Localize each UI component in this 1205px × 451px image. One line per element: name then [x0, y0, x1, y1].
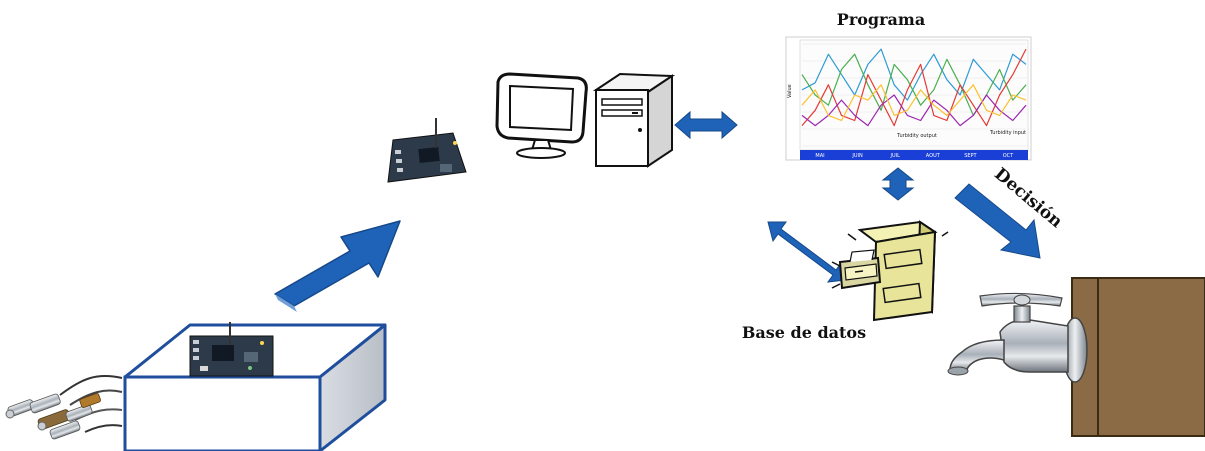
chart-x-tick-label: AOUT [926, 153, 941, 159]
chart-x-axis-band [800, 150, 1028, 160]
bidirectional-arrow-computer-program [674, 110, 738, 140]
bidirectional-arrow-program-database [881, 167, 915, 201]
chart-x-tick-label: SEPT [964, 153, 977, 159]
file-cabinet-icon [831, 220, 949, 322]
upload-arrow-icon [274, 220, 401, 312]
chart-x-ticks: MAI JUIN JUIL AOUT SEPT OCT [815, 153, 1014, 159]
chart-series-line-4 [801, 94, 1027, 127]
chart-grid [802, 43, 1026, 147]
chart-series-line-2 [801, 53, 1027, 116]
bidirectional-arrow-database [767, 221, 847, 283]
chart-x-tick-label: OCT [1003, 153, 1014, 159]
chart-series-line-5 [801, 84, 1027, 122]
chart-x-tick-label: JUIL [889, 153, 900, 159]
decision-arrow-icon [954, 183, 1041, 259]
water-faucet-icon [947, 277, 1205, 437]
desktop-computer-icon [495, 72, 676, 168]
wireless-board-icon [387, 118, 467, 183]
program-label: Programa [837, 10, 925, 29]
chart-series-group [801, 48, 1027, 127]
chart-annotation-output: Turbidity output [896, 133, 937, 139]
wall-panel [1071, 277, 1205, 437]
chart-annotation-input: Turbidity input [989, 130, 1026, 136]
database-label: Base de datos [742, 323, 866, 342]
chart-y-axis-label: Value [787, 84, 793, 98]
chart-x-tick-label: JUIN [851, 153, 863, 159]
chart-x-tick-label: MAI [815, 153, 824, 159]
sensor-cluster-icon [5, 374, 123, 440]
chart-series-line-3 [801, 48, 1027, 127]
program-chart: Value Turbidity output Turbidity input M… [785, 36, 1032, 161]
circuit-board-icon [189, 322, 274, 377]
chart-series-line-1 [801, 48, 1027, 101]
